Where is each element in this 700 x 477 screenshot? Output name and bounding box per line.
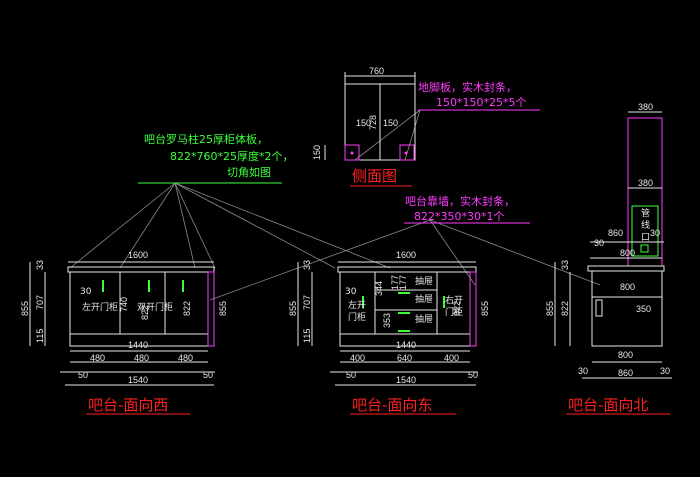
dim-label: 30 <box>80 287 92 297</box>
dim-label: 855 <box>480 301 490 316</box>
dim-label: 150 <box>312 145 322 160</box>
dim-label: 50 <box>468 370 478 380</box>
note-wall: 吧台靠墙，实木封条， 822*350*30*1个 <box>404 194 530 224</box>
dim-label: 480 <box>90 353 105 363</box>
drawer-label: 抽屉 <box>415 313 433 325</box>
dim-label: 380 <box>638 178 653 188</box>
dim-label: 150 <box>383 118 398 128</box>
dim-label: 480 <box>178 353 193 363</box>
dim-label: 640 <box>397 353 412 363</box>
dim-label: 860 <box>608 228 623 238</box>
dim-label: 822 <box>140 305 150 320</box>
note-line: 切角如图 <box>227 165 271 179</box>
pipe-label: 线 <box>641 219 650 231</box>
dim-label: 115 <box>35 329 45 343</box>
cabinet-label: 双开门柜 <box>137 301 173 313</box>
dim-label: 1540 <box>128 375 148 385</box>
pipe-label: 管 <box>641 207 650 219</box>
cabinet-label: 右开 <box>445 294 463 306</box>
dim-label: 822 <box>560 301 570 316</box>
dim-label: 50 <box>203 370 213 380</box>
dim-label: 707 <box>302 295 312 310</box>
dim-label: 760 <box>369 66 384 76</box>
dim-label: 400 <box>350 353 365 363</box>
drawer-label: 抽屉 <box>415 293 433 305</box>
dim-label: 860 <box>618 368 633 378</box>
dim-label: 177 <box>390 275 400 290</box>
dim-label: 1440 <box>396 340 416 350</box>
dim-label: 800 <box>618 350 633 360</box>
note-kickboard: 地脚板，实木封条， 150*150*25*5个 <box>418 80 540 111</box>
dim-label: 150 <box>356 118 371 128</box>
dim-label: 30 <box>660 366 670 376</box>
dim-label: 177 <box>398 275 408 290</box>
cabinet-label: 左开门柜 <box>82 301 118 313</box>
dim-label: 740 <box>119 297 129 312</box>
note-line: 吧台靠墙，实木封条， <box>405 194 515 208</box>
note-roman-column: 吧台罗马柱25厚柜体板， 822*760*25厚度*2个， 切角如图 <box>138 132 294 184</box>
leader-lines <box>69 109 601 301</box>
side-view: 760 150 150 728 150 侧面图 <box>312 66 416 187</box>
north-elevation: 380 380 管 线 口 860 30 800 30 800 350 855 … <box>545 102 672 415</box>
dim-label: 380 <box>638 102 653 112</box>
dim-label: 50 <box>346 370 356 380</box>
dim-label: 353 <box>382 313 392 328</box>
dim-label: 33 <box>560 260 570 270</box>
dim-label: 728 <box>368 115 378 130</box>
dim-label: 33 <box>302 260 312 270</box>
dim-label: 1540 <box>396 375 416 385</box>
dim-label: 1440 <box>128 340 148 350</box>
note-line: 地脚板，实木封条， <box>418 80 517 94</box>
dim-label: 50 <box>78 370 88 380</box>
pipe-label: 口 <box>641 233 650 243</box>
side-view-title: 侧面图 <box>352 167 397 185</box>
east-elevation: 1600 30 左开 门柜 右开 门柜 抽屉 抽屉 抽屉 344 353 177… <box>288 250 490 415</box>
dim-label: 1600 <box>128 250 148 260</box>
note-line: 150*150*25*5个 <box>436 96 527 109</box>
dim-label: 855 <box>545 301 555 316</box>
note-line: 822*760*25厚度*2个， <box>170 149 294 163</box>
note-line: 822*350*30*1个 <box>414 210 505 223</box>
dim-label: 400 <box>444 353 459 363</box>
west-elevation: 1600 30 左开门柜 双开门柜 740 822 822 855 855 70… <box>20 250 228 415</box>
dim-label: 33 <box>35 260 45 270</box>
drawer-label: 抽屉 <box>415 275 433 287</box>
north-title: 吧台-面向北 <box>568 396 648 414</box>
cabinet-label: 门柜 <box>348 311 366 323</box>
dim-label: 30 <box>578 366 588 376</box>
cabinet-label: 左开 <box>348 299 366 311</box>
dim-label: 822 <box>182 301 192 316</box>
dim-label: 30 <box>650 228 660 238</box>
dim-label: 855 <box>20 301 30 316</box>
dim-label: 800 <box>620 282 635 292</box>
west-title: 吧台-面向西 <box>88 396 168 414</box>
dim-label: 30 <box>345 287 357 297</box>
dim-label: 707 <box>35 295 45 310</box>
dim-label: 855 <box>288 301 298 316</box>
dim-label: 350 <box>636 304 651 314</box>
dim-label: 30 <box>594 238 604 248</box>
dim-label: 480 <box>134 353 149 363</box>
dim-label: 855 <box>218 301 228 316</box>
note-line: 吧台罗马柱25厚柜体板， <box>144 132 268 146</box>
dim-label: 344 <box>374 281 384 296</box>
cabinet-label: 门柜 <box>445 306 463 318</box>
dim-label: 822 <box>452 301 462 316</box>
dim-label: 1600 <box>396 250 416 260</box>
east-title: 吧台-面向东 <box>352 396 432 414</box>
dim-label: 115 <box>302 329 312 343</box>
dim-label: 800 <box>620 248 635 258</box>
